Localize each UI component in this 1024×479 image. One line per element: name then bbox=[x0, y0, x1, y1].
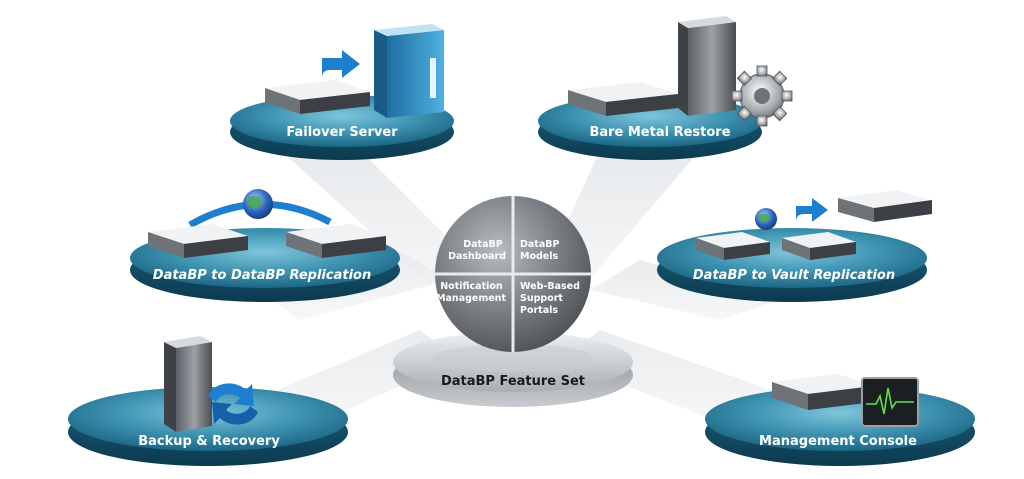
server-rack-icon bbox=[286, 224, 386, 258]
server-rack-icon bbox=[265, 80, 370, 114]
bare-metal-label: Bare Metal Restore bbox=[589, 125, 730, 140]
quadrant-bottom-left: Notification Management bbox=[436, 281, 506, 304]
arrow-right-icon bbox=[322, 50, 360, 78]
console-label: Management Console bbox=[759, 434, 917, 449]
refresh-icon bbox=[208, 383, 258, 425]
platform-databp-replication: DataBP to DataBP Replication bbox=[130, 189, 400, 302]
feature-sphere bbox=[435, 196, 591, 352]
quadrant-bottom-right: Web-Based Support Portals bbox=[520, 281, 583, 316]
platform-failover: Failover Server bbox=[230, 24, 454, 160]
platform-bare-metal: Bare Metal Restore bbox=[538, 16, 793, 160]
waveform-icon bbox=[861, 377, 919, 427]
failover-label: Failover Server bbox=[286, 125, 398, 140]
tower-server-icon bbox=[164, 336, 212, 432]
tower-server-icon bbox=[678, 16, 736, 116]
server-rack-icon bbox=[568, 82, 678, 116]
quadrant-top-left: DataBP Dashboard bbox=[448, 239, 506, 262]
globe-icon bbox=[243, 189, 273, 219]
tower-server-icon bbox=[374, 24, 444, 118]
server-rack-icon bbox=[782, 232, 856, 260]
arrow-right-icon bbox=[796, 198, 828, 222]
platform-backup: Backup & Recovery bbox=[68, 336, 348, 466]
server-rack-icon bbox=[696, 232, 770, 260]
platform-console: Management Console bbox=[705, 374, 975, 466]
globe-icon bbox=[755, 208, 777, 230]
vault-replication-label: DataBP to Vault Replication bbox=[693, 268, 895, 283]
platform-vault-replication: DataBP to Vault Replication bbox=[657, 190, 932, 302]
gear-icon bbox=[731, 65, 793, 127]
center-feature-set: DataBP Dashboard DataBP Models Notificat… bbox=[393, 196, 633, 407]
server-rack-icon bbox=[148, 224, 248, 258]
databp-replication-label: DataBP to DataBP Replication bbox=[153, 268, 371, 283]
center-label: DataBP Feature Set bbox=[441, 374, 585, 389]
quadrant-top-right: DataBP Models bbox=[520, 239, 563, 262]
backup-label: Backup & Recovery bbox=[138, 434, 280, 449]
server-rack-icon bbox=[772, 374, 874, 410]
server-rack-icon bbox=[838, 190, 932, 222]
